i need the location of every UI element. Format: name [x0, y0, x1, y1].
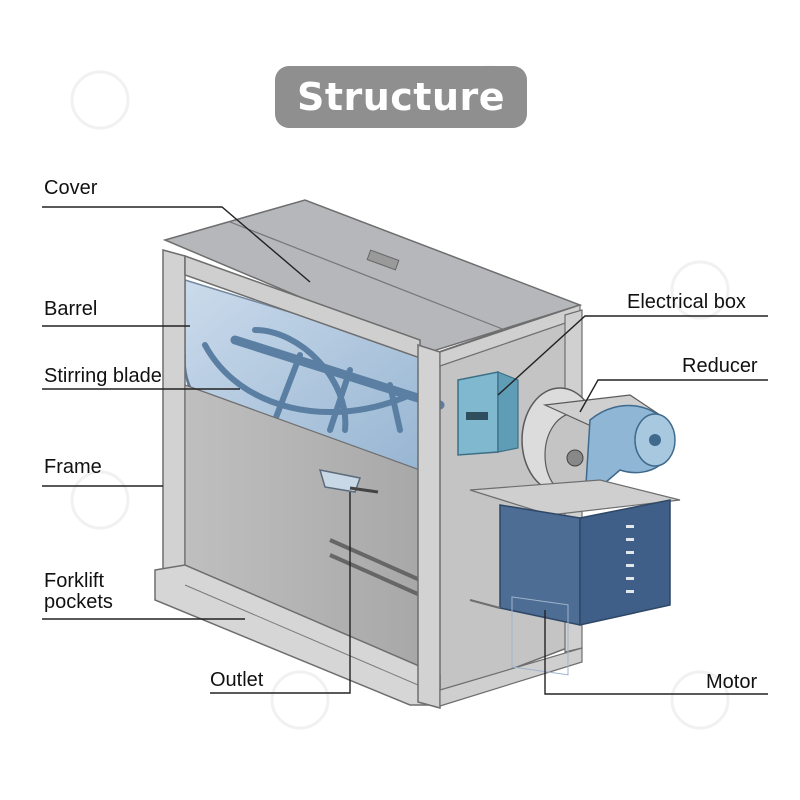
label-outlet: Outlet — [210, 669, 264, 691]
label-forklift-line2: pockets — [44, 591, 113, 613]
leader-outlet — [210, 492, 351, 694]
label-reducer: Reducer — [682, 355, 758, 377]
leader-lines — [42, 206, 768, 695]
label-cover: Cover — [44, 177, 98, 199]
front-post — [417, 343, 441, 709]
leader-motor — [544, 610, 768, 695]
left-frame — [162, 249, 186, 601]
label-forklift-pockets: Forklift pockets — [44, 571, 113, 613]
label-forklift-line1: Forklift — [44, 570, 104, 592]
belt-drive-shape — [584, 404, 676, 502]
label-motor: Motor — [706, 671, 758, 693]
leader-reducer — [579, 379, 768, 413]
motor-cabinet-side — [579, 499, 671, 626]
motor-platform — [469, 479, 681, 516]
leader-cover — [42, 206, 311, 283]
label-frame: Frame — [44, 456, 102, 478]
label-barrel: Barrel — [44, 298, 98, 320]
leader-electrical-box — [497, 315, 768, 396]
stirring-blade-shape — [202, 327, 445, 433]
outlet-shape — [318, 469, 361, 493]
page-title: Structure — [275, 66, 527, 128]
label-stirring-blade: Stirring blade — [44, 365, 162, 387]
label-electrical-box: Electrical box — [627, 291, 746, 313]
